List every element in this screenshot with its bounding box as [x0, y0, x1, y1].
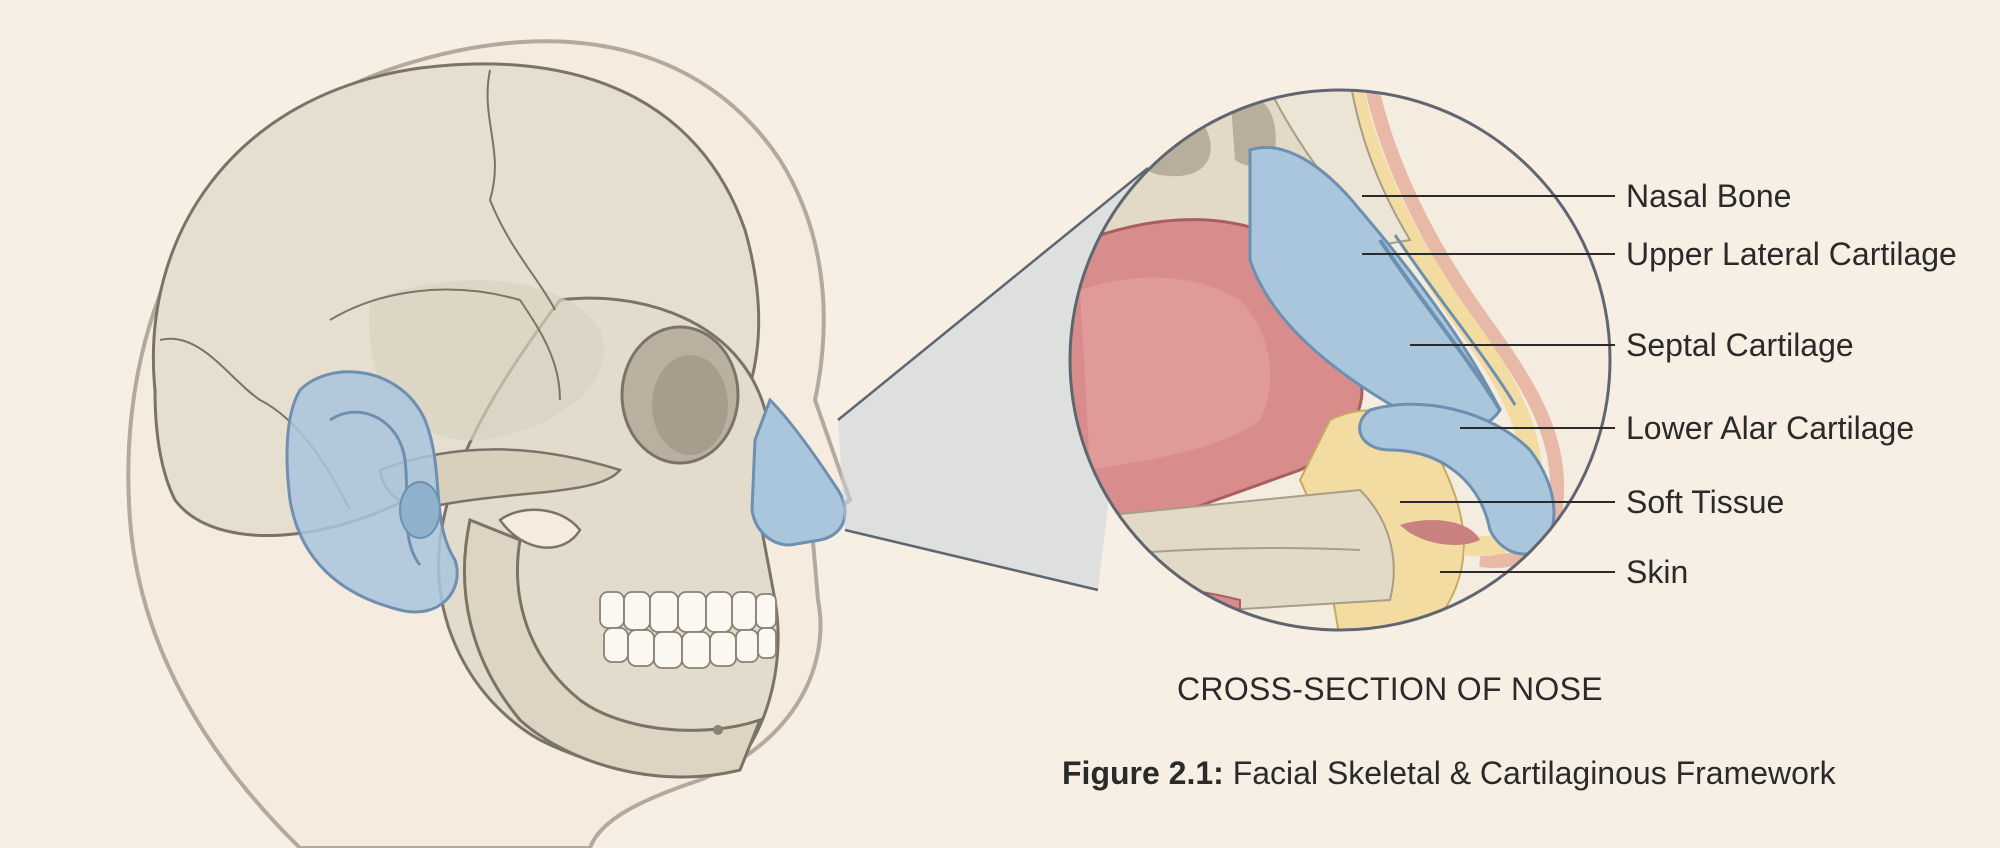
figure-caption: Figure 2.1: Facial Skeletal & Cartilagin…: [1062, 755, 1837, 791]
magnifier-cone: [837, 167, 1149, 592]
leader-lines: [1362, 195, 1615, 573]
ear-cartilage: [285, 370, 459, 614]
label-skin: Skin: [1626, 554, 1688, 590]
figure-caption-prefix: Figure 2.1:: [1062, 755, 1224, 791]
part-labels: Nasal Bone Upper Lateral Cartilage Septa…: [1626, 178, 1957, 590]
label-lower-alar-cartilage: Lower Alar Cartilage: [1626, 410, 1914, 446]
label-soft-tissue: Soft Tissue: [1626, 484, 1784, 520]
label-septal-cartilage: Septal Cartilage: [1626, 327, 1854, 363]
inset-title: CROSS-SECTION OF NOSE: [1177, 671, 1603, 707]
label-upper-lateral-cartilage: Upper Lateral Cartilage: [1626, 236, 1957, 272]
label-nasal-bone: Nasal Bone: [1626, 178, 1791, 214]
nose-cartilage: [750, 397, 847, 547]
figure-caption-text: Facial Skeletal & Cartilaginous Framewor…: [1224, 755, 1837, 791]
nose-cross-section: [1068, 88, 1612, 632]
